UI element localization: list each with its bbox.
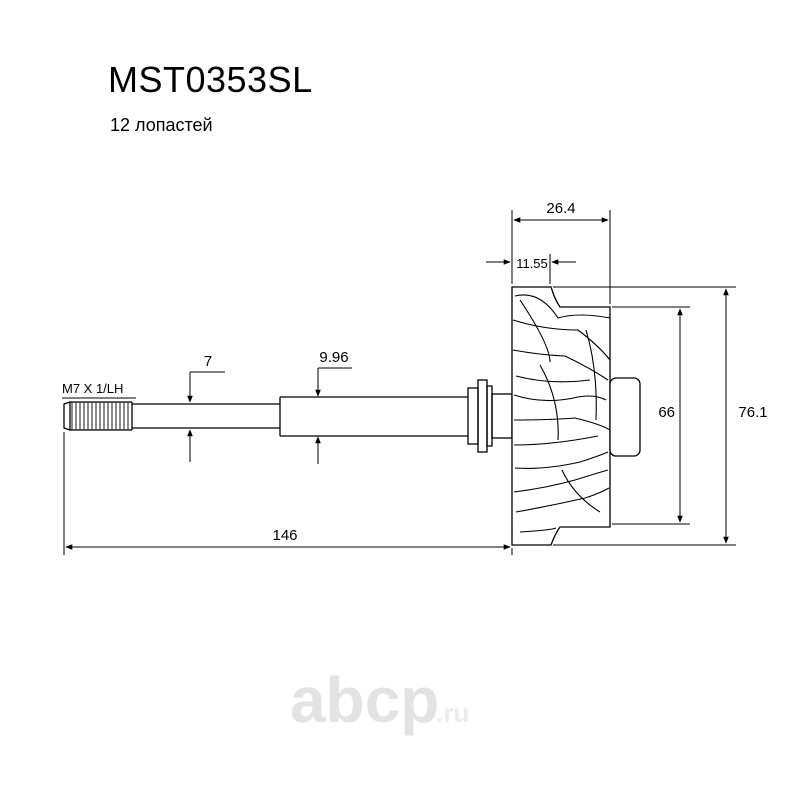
thread-hatch — [71, 402, 129, 430]
dim-shaft-diameter — [315, 367, 352, 464]
dim-total-length — [63, 432, 513, 555]
dim-inner-diameter — [612, 306, 690, 525]
dim-thread-diameter — [187, 371, 225, 462]
blade-lines — [512, 294, 611, 533]
blade-count-subtitle: 12 лопастей — [110, 115, 213, 135]
dim-outer-diameter — [553, 286, 736, 546]
label-wheel-width: 26.4 — [546, 200, 575, 217]
shaft-outline — [63, 379, 513, 453]
dim-wheel-offset — [486, 254, 576, 284]
label-wheel-offset: 11.55 — [516, 256, 548, 271]
label-shaft-diameter: 9.96 — [319, 349, 348, 366]
part-number-title: MST0353SL — [108, 59, 313, 100]
watermark-brand: abcp — [290, 664, 439, 736]
label-outer-diameter: 76.1 — [738, 404, 767, 421]
label-thread-diameter: 7 — [204, 353, 212, 370]
watermark-tld: .ru — [436, 698, 469, 728]
turbine-wheel — [511, 286, 641, 546]
dim-wheel-width — [511, 210, 611, 304]
label-thread-spec: M7 X 1/LH — [62, 381, 123, 396]
label-total-length: 146 — [272, 527, 297, 544]
label-inner-diameter: 66 — [658, 404, 675, 421]
